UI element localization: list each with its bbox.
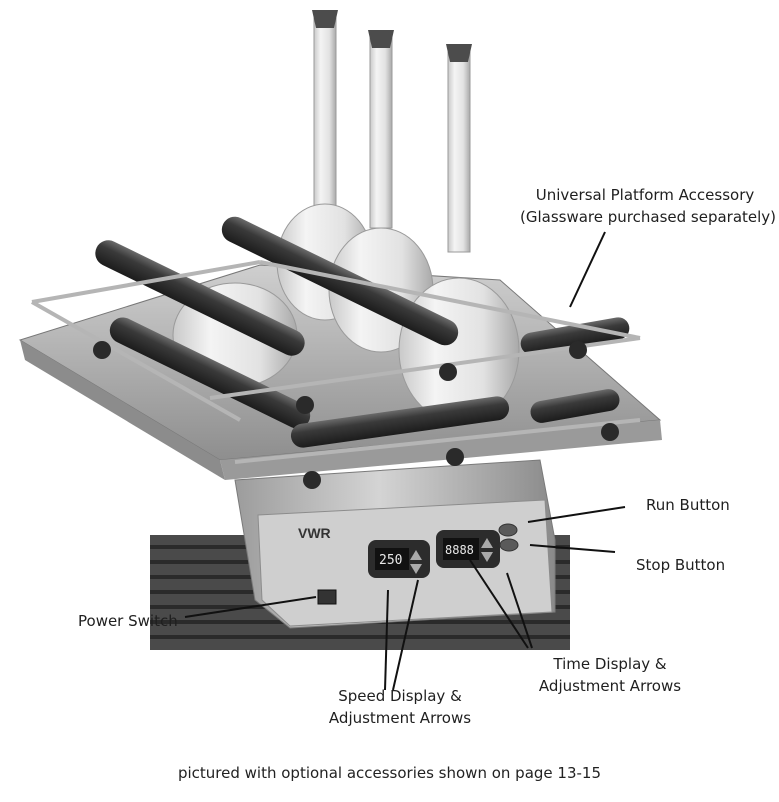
speed-callout-line-2: Adjustment Arrows <box>328 709 472 727</box>
platform-rollers <box>95 216 630 448</box>
stop-button-callout: Stop Button <box>636 556 726 574</box>
speed-display-panel: 250 <box>368 540 430 578</box>
platform-front-lip <box>20 340 225 480</box>
stop-button[interactable] <box>499 538 519 552</box>
time-display-callout: Time Display & Adjustment Arrows <box>520 653 700 697</box>
speed-up-arrow-icon[interactable] <box>410 550 422 560</box>
platform-callout: Universal Platform Accessory (Glassware … <box>520 184 777 228</box>
speed-display: 250 <box>379 553 402 568</box>
run-button[interactable] <box>498 523 518 537</box>
time-callout-line-1: Time Display & <box>553 655 667 673</box>
platform-callout-line-1: Universal Platform Accessory <box>535 186 755 204</box>
platform-rods <box>31 260 641 464</box>
power-switch-callout: Power Switch <box>78 612 178 630</box>
clamp-knobs <box>93 341 619 489</box>
platform-callout-line-2: (Glassware purchased separately) <box>520 208 777 226</box>
power-switch[interactable] <box>317 589 337 605</box>
speed-callout-line-1: Speed Display & <box>338 687 462 705</box>
time-callout-line-2: Adjustment Arrows <box>538 677 682 695</box>
figure-caption: pictured with optional accessories shown… <box>177 764 601 782</box>
platform-right-lip <box>220 420 662 480</box>
time-display: 8888 <box>445 543 474 557</box>
time-up-arrow-icon[interactable] <box>481 538 493 548</box>
brand-logo: VWR <box>298 525 331 541</box>
callout-lines <box>184 231 626 691</box>
time-down-arrow-icon[interactable] <box>481 552 493 562</box>
speed-down-arrow-icon[interactable] <box>410 564 422 574</box>
time-display-panel: 8888 <box>436 530 500 568</box>
run-button-callout: Run Button <box>646 496 730 514</box>
speed-display-callout: Speed Display & Adjustment Arrows <box>310 685 490 729</box>
